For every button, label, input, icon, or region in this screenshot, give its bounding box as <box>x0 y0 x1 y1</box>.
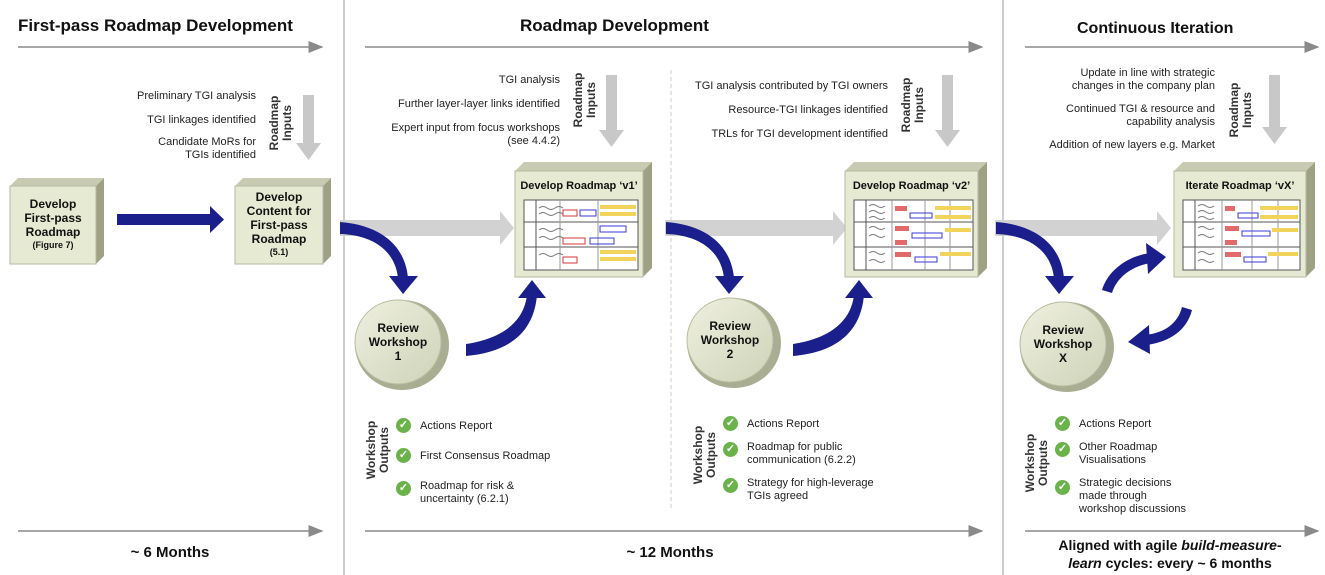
curved-arrow-down-x <box>996 222 1074 294</box>
flow-arrow-navy-1 <box>117 206 224 233</box>
box-label-develop-content: Develop Content for First-pass Roadmap (… <box>246 190 312 257</box>
check-icon: ✓ <box>1055 480 1070 495</box>
phase-title-3: Continuous Iteration <box>1077 20 1234 37</box>
curved-arrow-down-1 <box>340 222 418 294</box>
output-w1-3: Roadmap for risk & <box>420 480 515 492</box>
check-icon: ✓ <box>396 418 411 433</box>
phase-title-2: Roadmap Development <box>520 16 709 35</box>
input-arrow-2 <box>599 75 624 147</box>
output-w2-1: Actions Report <box>747 418 820 430</box>
input-text-p1-4: TGIs identified <box>185 149 256 161</box>
curved-arrow-cycle-down <box>1128 307 1192 354</box>
box-title-v1: Develop Roadmap ‘v1’ <box>520 180 638 192</box>
check-icon: ✓ <box>723 442 738 457</box>
output-w2-4: Strategy for high-leverage <box>747 477 874 489</box>
input-arrow-3 <box>935 75 960 147</box>
check-icon: ✓ <box>396 448 411 463</box>
flow-arrow-gray-3 <box>995 211 1171 245</box>
circle-workshop-2 <box>686 297 781 388</box>
curved-arrow-up-2 <box>793 280 873 356</box>
output-wx-2: Other Roadmap <box>1079 441 1158 453</box>
output-w2-5: TGIs agreed <box>747 490 809 502</box>
input-text-p2a-4: (see 4.4.2) <box>507 135 560 147</box>
input-arrow-1 <box>296 95 321 160</box>
duration-phase-1: ~ 6 Months <box>130 544 210 561</box>
input-text-p1-1: Preliminary TGI analysis <box>137 90 256 102</box>
input-text-p2b-3: TRLs for TGI development identified <box>711 128 889 140</box>
circle-workshop-1 <box>354 299 449 390</box>
check-icon: ✓ <box>723 416 738 431</box>
curved-arrow-cycle-up <box>1102 243 1166 293</box>
input-text-p3-1: Update in line with strategic <box>1080 67 1215 79</box>
output-w1-2: First Consensus Roadmap <box>420 450 551 462</box>
output-wx-6: workshop discussions <box>1079 503 1186 515</box>
flow-arrow-gray-2 <box>665 211 847 245</box>
box-label-develop-firstpass: Develop First-pass Roadmap (Figure 7) <box>24 197 82 250</box>
check-icon: ✓ <box>1055 442 1070 457</box>
duration-phase-3: Aligned with agile build-measure-learn c… <box>1058 537 1282 571</box>
curved-arrow-up-1 <box>466 280 546 356</box>
input-text-p3-3: Continued TGI & resource and <box>1066 103 1215 115</box>
input-text-p3-2: changes in the company plan <box>1071 80 1215 92</box>
input-arrow-4 <box>1262 75 1287 144</box>
check-icon: ✓ <box>396 481 411 496</box>
output-wx-5: made through <box>1079 490 1147 502</box>
phase-title-1: First-pass Roadmap Development <box>18 16 293 35</box>
output-wx-4: Strategic decisions <box>1079 477 1172 489</box>
box-roadmap-v2 <box>844 162 987 278</box>
input-text-p1-2: TGI linkages identified <box>147 114 256 126</box>
box-develop-content <box>234 178 331 265</box>
mini-roadmap-v1 <box>524 200 638 270</box>
output-w1-1: Actions Report <box>420 420 493 432</box>
output-wx-1: Actions Report <box>1079 418 1152 430</box>
check-icon: ✓ <box>1055 416 1070 431</box>
input-text-p3-4: capability analysis <box>1126 116 1215 128</box>
input-text-p2a-3: Expert input from focus workshops <box>391 122 560 134</box>
box-title-vx: Iterate Roadmap ‘vX’ <box>1185 180 1295 192</box>
input-text-p2a-2: Further layer-layer links identified <box>397 98 560 110</box>
flow-arrow-gray-1 <box>340 211 514 245</box>
duration-phase-2: ~ 12 Months <box>626 544 714 561</box>
input-text-p2b-2: Resource-TGI linkages identified <box>728 104 888 116</box>
check-icon: ✓ <box>723 478 738 493</box>
input-text-p2a-1: TGI analysis <box>498 74 560 86</box>
box-develop-firstpass <box>9 178 104 265</box>
box-title-v2: Develop Roadmap ‘v2’ <box>852 180 971 192</box>
curved-arrow-down-2 <box>666 222 744 294</box>
output-w2-2: Roadmap for public <box>747 441 843 453</box>
input-text-p1-3: Candidate MoRs for <box>158 136 256 148</box>
mini-roadmap-vx <box>1183 200 1300 270</box>
input-text-p2b-1: TGI analysis contributed by TGI owners <box>695 80 888 92</box>
input-text-p3-5: Addition of new layers e.g. Market <box>1049 139 1215 151</box>
output-w1-4: uncertainty (6.2.1) <box>420 493 509 505</box>
output-w2-3: communication (6.2.2) <box>747 454 856 466</box>
circle-workshop-x <box>1019 301 1114 392</box>
output-wx-3: Visualisations <box>1079 454 1147 466</box>
mini-roadmap-v2 <box>854 200 973 270</box>
